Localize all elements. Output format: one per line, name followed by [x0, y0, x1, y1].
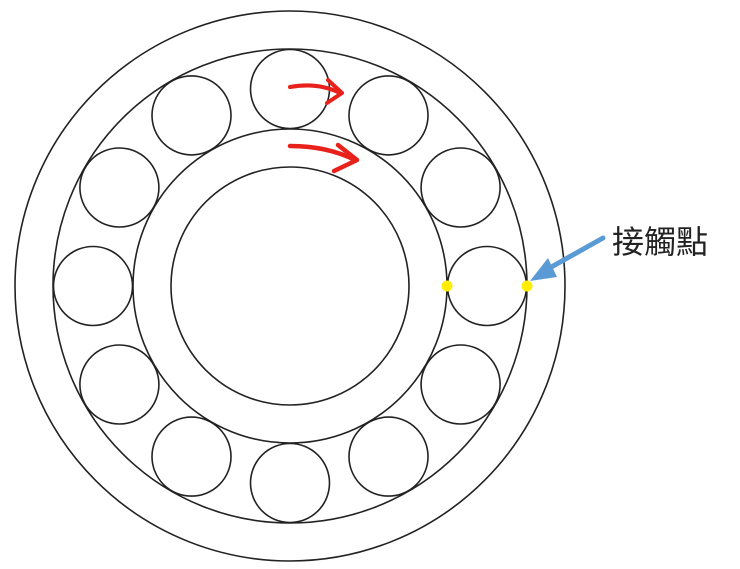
- ball-rotation-arrow: [288, 78, 344, 105]
- ball: [79, 147, 160, 228]
- ball: [420, 147, 501, 228]
- ball: [249, 48, 331, 130]
- inner-race-bore: [170, 166, 410, 406]
- ball: [420, 344, 501, 425]
- ball: [249, 442, 331, 524]
- inner-race-outer-edge: [132, 128, 448, 444]
- ball: [348, 75, 429, 156]
- pointer-arrow: [530, 235, 606, 281]
- contact-point-outer: [521, 280, 533, 292]
- ball: [446, 245, 528, 327]
- ball: [52, 245, 134, 327]
- ball: [151, 416, 232, 497]
- outer-race-outer-edge: [14, 10, 566, 562]
- ball: [348, 416, 429, 497]
- contact-point-inner: [441, 280, 453, 292]
- ball: [151, 75, 232, 156]
- contact-point-label: 接觸點: [612, 223, 708, 261]
- inner-race-rotation-arrow: [287, 142, 360, 174]
- ball: [79, 344, 160, 425]
